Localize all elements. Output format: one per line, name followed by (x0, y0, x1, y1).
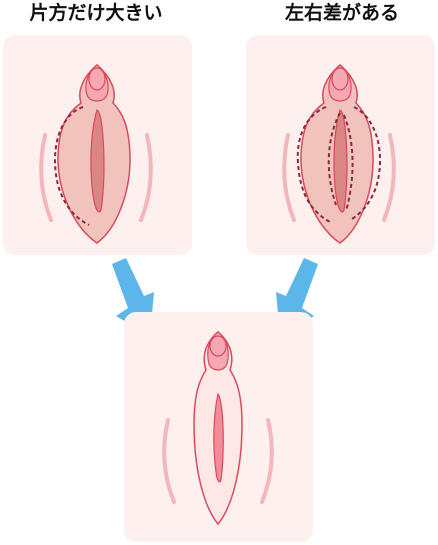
inner-labia (333, 109, 348, 213)
illustration-asymmetry (246, 35, 435, 255)
dashed-outline-left (53, 106, 90, 226)
right-side-curve (139, 133, 153, 222)
illustration-result (124, 312, 313, 542)
inner-labia (90, 109, 105, 213)
dashed-outline-left (296, 106, 333, 224)
clitoris (209, 335, 227, 357)
inner-labia (213, 392, 224, 483)
clitoris (331, 67, 349, 91)
dashed-outline-inner-right (343, 114, 354, 212)
left-side-curve (282, 133, 296, 222)
label-asymmetry: 左右差がある (284, 3, 399, 24)
illustration-one-side-large (3, 35, 192, 255)
right-side-curve (382, 133, 396, 222)
left-side-curve (162, 418, 176, 504)
dashed-outline-right (351, 106, 382, 220)
left-side-curve (39, 133, 53, 222)
clitoris (88, 67, 106, 91)
dashed-outline-inner-left (327, 112, 341, 206)
right-side-curve (260, 418, 274, 504)
label-one-side-large: 片方だけ大きい (29, 3, 163, 24)
